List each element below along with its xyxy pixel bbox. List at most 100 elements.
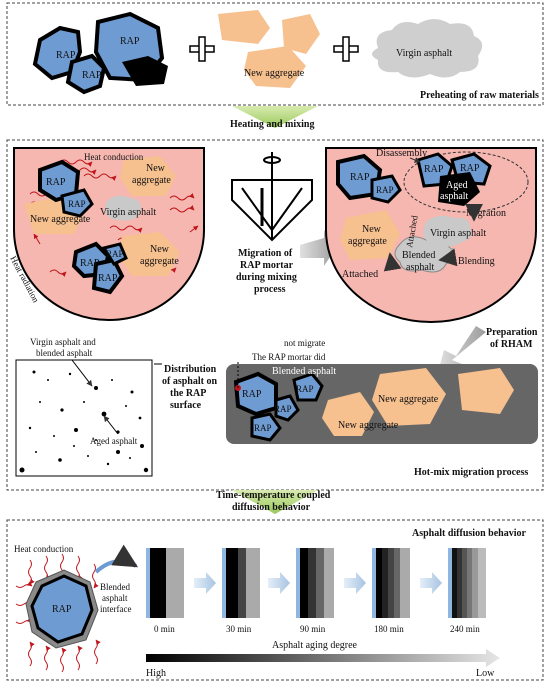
rham-rap-label-2: RAP xyxy=(296,384,314,394)
migration-label: Migration xyxy=(466,208,506,219)
step-heating-mixing: Heating and mixing xyxy=(230,119,314,130)
new-aggregate-cluster: New aggregate xyxy=(218,10,320,88)
left-agg-1-a: New xyxy=(146,163,166,174)
rap-particle-4 xyxy=(122,56,168,86)
plus-icon-2 xyxy=(333,36,359,62)
svg-text:Migration of: Migration of xyxy=(238,248,293,259)
right-blended-asphalt-a: Blended xyxy=(402,250,435,261)
rham-rap-label-3: RAP xyxy=(274,404,292,414)
blending-label: Blending xyxy=(458,256,495,267)
svg-text:Distribution: Distribution xyxy=(164,364,217,375)
aggregate-particle-1 xyxy=(218,10,270,44)
rham-aggregate-2 xyxy=(372,368,446,426)
left-aggregate-1 xyxy=(120,156,176,196)
interface-l3: interface xyxy=(100,604,131,614)
left-agg-3-a: New xyxy=(150,244,170,255)
down-arrow-2 xyxy=(232,490,318,514)
panel2-caption: Hot-mix migration process xyxy=(414,467,528,478)
rham-rap-label-4: RAP xyxy=(254,423,272,433)
left-rap-label-a: RAP xyxy=(46,177,66,188)
preparation-l2: of RHAM xyxy=(490,339,533,350)
aging-degree-label: Asphalt aging degree xyxy=(272,640,358,651)
virgin-blended-l2: blended asphalt xyxy=(36,348,93,358)
time-label-0: 0 min xyxy=(154,624,175,634)
blended-asphalt-label: Blended asphalt xyxy=(272,366,336,377)
distribution-text: Distribution of asphalt on the RAP surfa… xyxy=(162,364,217,411)
micrograph-specks xyxy=(19,370,149,473)
virgin-asphalt-cloud: Virgin asphalt xyxy=(372,19,483,78)
rham-rap-label-1: RAP xyxy=(242,389,262,400)
svg-text:the RAP: the RAP xyxy=(170,388,206,399)
time-label-4: 240 min xyxy=(450,624,480,634)
rham-aggregate-3 xyxy=(458,368,514,414)
rham-aggregate-1 xyxy=(322,392,374,436)
interface-l1: Blended xyxy=(100,582,130,592)
disassembly-label: Disassembly xyxy=(376,148,427,159)
stage-0-min xyxy=(146,548,184,618)
stage-240-min xyxy=(448,548,486,618)
time-label-1: 30 min xyxy=(226,624,252,634)
right-aggregate xyxy=(340,210,400,260)
aged-asphalt-pointer xyxy=(103,415,119,435)
diffusion-heat-waves xyxy=(15,553,101,673)
rham-rap-particles xyxy=(233,371,324,442)
heat-conduction-p3: Heat conduction xyxy=(14,544,74,554)
aging-gradient-arrow xyxy=(146,649,500,667)
left-agg-1-b: aggregate xyxy=(132,175,171,186)
virgin-asphalt-label: Virgin asphalt xyxy=(396,48,452,59)
new-aggregate-label: New aggregate xyxy=(244,68,305,79)
aggregate-particle-3 xyxy=(244,46,306,88)
right-rap-label-3: RAP xyxy=(424,164,444,175)
right-virgin-asphalt xyxy=(423,215,472,247)
stage-arrows xyxy=(194,572,442,594)
rap-particle-2 xyxy=(65,53,107,95)
disassembly-arrow xyxy=(409,157,421,163)
left-rap-label-d: RAP xyxy=(98,273,118,284)
rham-agg-label-1: New aggregate xyxy=(378,394,439,405)
left-virgin-asphalt xyxy=(105,195,141,221)
disassembly-zone xyxy=(403,151,529,213)
preparation-l1: Preparation xyxy=(486,327,538,338)
preparation-arrow xyxy=(438,326,486,372)
not-migrate-l2: not migrate xyxy=(284,338,325,348)
rap-label-1: RAP xyxy=(56,50,76,61)
aging-high-label: High xyxy=(146,668,166,679)
step-time-temp-l2: diffusion behavior xyxy=(232,502,311,513)
right-virgin-asphalt-label: Virgin asphalt xyxy=(430,228,486,239)
interface-arrow xyxy=(94,544,139,574)
time-label-2: 90 min xyxy=(300,624,326,634)
step-time-temp-l1: Time-temperature coupled xyxy=(216,490,331,501)
down-arrow-1 xyxy=(232,106,318,128)
left-agg-3-b: aggregate xyxy=(140,256,179,267)
left-rap-particles xyxy=(38,159,128,295)
virgin-asphalt-shape xyxy=(372,19,483,78)
panel1-caption: Preheating of raw materials xyxy=(420,90,539,101)
migration-mixing-text: Migration of RAP mortar during mixing pr… xyxy=(236,248,297,295)
aggregate-particle-2 xyxy=(282,14,320,54)
heat-conduction-label: Heat conduction xyxy=(84,152,144,162)
aged-asphalt-micro-label: Aged asphalt xyxy=(90,436,138,446)
stage-180-min xyxy=(372,548,410,618)
left-rap-label-b: RAP xyxy=(68,199,86,209)
right-rap-particles xyxy=(336,152,492,206)
micrograph-image xyxy=(15,359,153,477)
virgin-blended-l1: Virgin asphalt and xyxy=(30,337,96,347)
svg-text:RAP mortar: RAP mortar xyxy=(240,260,294,271)
mixer-icon xyxy=(231,152,313,242)
panel3-caption: Asphalt diffusion behavior xyxy=(412,528,526,539)
aged-asphalt-label-b: asphalt xyxy=(440,191,469,202)
rap-core xyxy=(30,574,94,644)
aged-asphalt-label-a: Aged xyxy=(446,180,468,191)
left-virgin-asphalt-label: Virgin asphalt xyxy=(100,207,156,218)
right-rap-label-2: RAP xyxy=(376,185,394,195)
diffusion-stage-strips xyxy=(146,548,486,618)
svg-text:surface: surface xyxy=(170,400,202,411)
plus-icon-1 xyxy=(189,36,215,62)
rap-label-2: RAP xyxy=(82,70,102,81)
not-migrate-l1: The RAP mortar did xyxy=(252,352,326,362)
attached-h-label: Attached xyxy=(342,269,378,280)
aging-low-label: Low xyxy=(476,668,495,679)
svg-text:during mixing: during mixing xyxy=(236,272,297,283)
time-label-3: 180 min xyxy=(374,624,404,634)
